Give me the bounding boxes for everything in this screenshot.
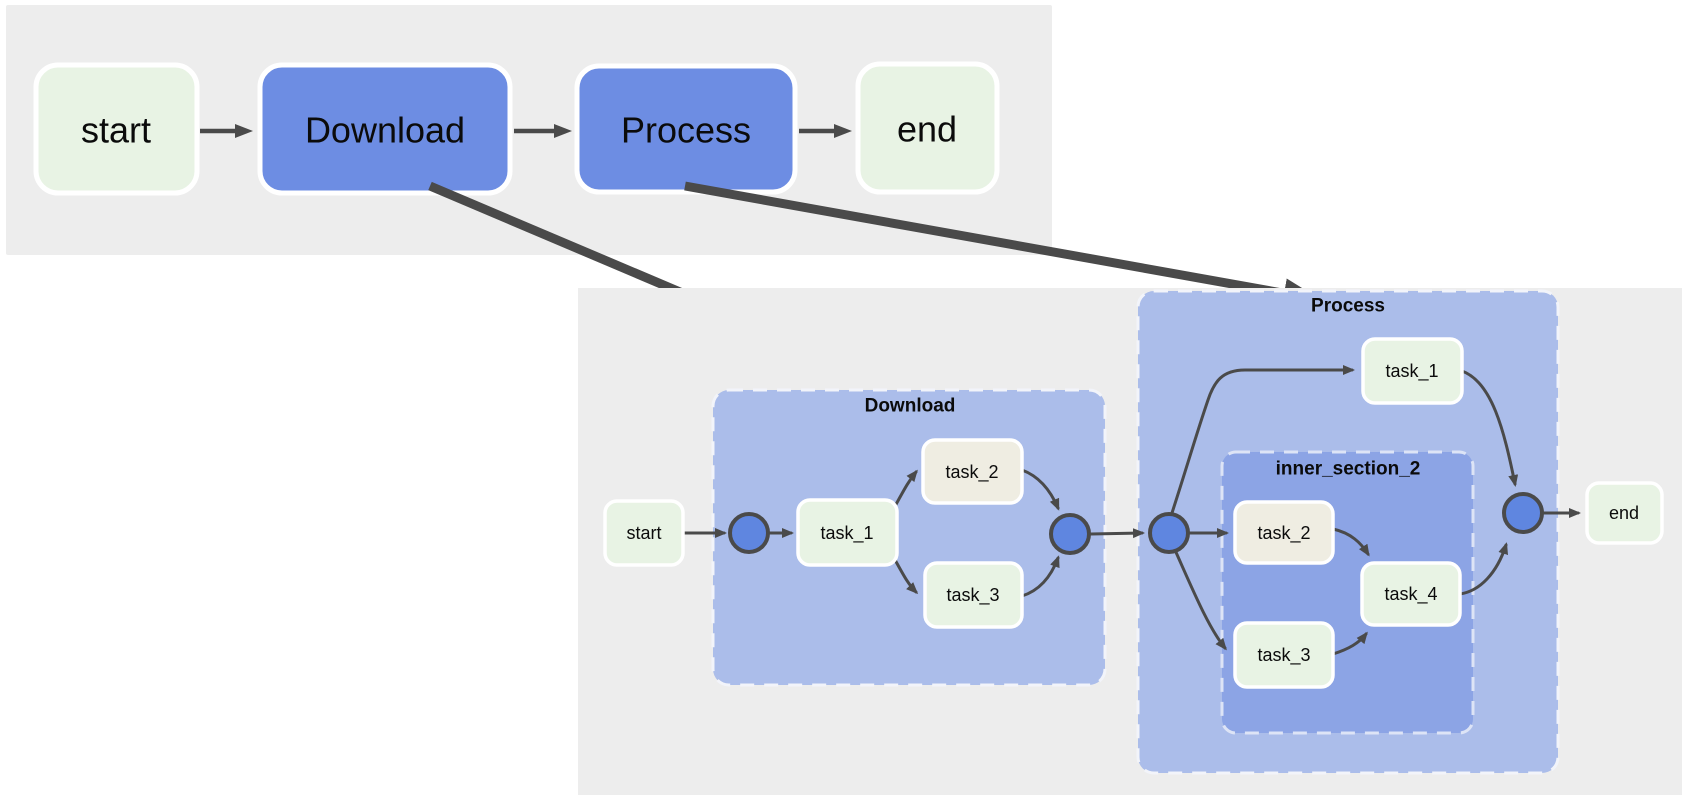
detail-end-box	[1585, 481, 1664, 545]
inner-task3-label: task_3	[1257, 645, 1310, 666]
inner-task2-box	[1233, 500, 1335, 565]
download-task3-label: task_3	[946, 585, 999, 606]
process-section-title: Process	[1311, 296, 1385, 317]
edge-fork-to-ptask1	[1169, 365, 1355, 518]
overview-flow: start Download Process end	[6, 5, 1052, 255]
download-section	[711, 388, 1107, 687]
process-fork-junction	[1148, 512, 1190, 554]
overview-node-download: Download	[257, 62, 513, 196]
edge-ptask3-to-ptask4	[1331, 631, 1368, 656]
end-node-label: end	[897, 109, 957, 150]
process-join-junction	[1502, 492, 1544, 534]
edge-ptask2-to-ptask4	[1331, 527, 1370, 557]
edge-task2-to-join	[1020, 468, 1060, 511]
download-task2-box	[921, 438, 1024, 505]
edge-task1-to-task2	[892, 469, 918, 510]
start-node-label: start	[81, 110, 151, 151]
inner-section-task-2: task_2	[1233, 500, 1335, 565]
detail-start-box	[603, 499, 685, 567]
process-task1-box	[1361, 337, 1464, 405]
overview-node-end: end	[855, 61, 1000, 195]
edge-task3-to-join	[1020, 555, 1060, 598]
detail-start-label: start	[626, 523, 661, 543]
inner-task2-label: task_2	[1257, 523, 1310, 544]
download-task1-box	[796, 498, 899, 567]
download-task-3: task_3	[923, 561, 1024, 629]
start-node-box	[33, 62, 200, 196]
inner-section-task-4: task_4	[1360, 561, 1462, 627]
detail-flow: Download Process inner_section_2 start	[578, 288, 1682, 795]
process-node-box	[574, 63, 798, 195]
inner-task4-label: task_4	[1384, 584, 1437, 605]
download-join-junction	[1049, 513, 1091, 555]
detail-end-label: end	[1609, 503, 1639, 523]
edge-task1-to-task3	[892, 556, 919, 595]
inner-task3-box	[1233, 621, 1335, 689]
edge-fork-to-ptask3	[1173, 548, 1227, 651]
overview-node-process: Process	[574, 63, 798, 195]
download-node-box	[257, 62, 513, 196]
download-section-title: Download	[865, 396, 956, 417]
inner-task4-box	[1360, 561, 1462, 627]
download-task-1: task_1	[796, 498, 899, 567]
inner-section-2-title: inner_section_2	[1276, 459, 1421, 480]
download-node-label: Download	[305, 110, 465, 151]
download-fork-junction	[728, 512, 770, 554]
download-task-2: task_2	[921, 438, 1024, 505]
edge-ptask4-to-join	[1458, 542, 1509, 596]
inner-section-task-3: task_3	[1233, 621, 1335, 689]
end-node-box	[855, 61, 1000, 195]
detail-node-start: start	[603, 499, 685, 567]
process-task-1: task_1	[1361, 337, 1464, 405]
detail-node-end: end	[1585, 481, 1664, 545]
process-node-label: Process	[621, 110, 751, 151]
download-task1-label: task_1	[820, 523, 873, 544]
download-task2-label: task_2	[945, 462, 998, 483]
process-task1-label: task_1	[1385, 361, 1438, 382]
edge-ptask1-to-join	[1460, 369, 1519, 487]
edge-downloadjoin-to-processfork	[1089, 528, 1145, 539]
download-task3-box	[923, 561, 1024, 629]
expansion-arrow-process	[684, 181, 1322, 309]
overview-node-start: start	[33, 62, 200, 196]
